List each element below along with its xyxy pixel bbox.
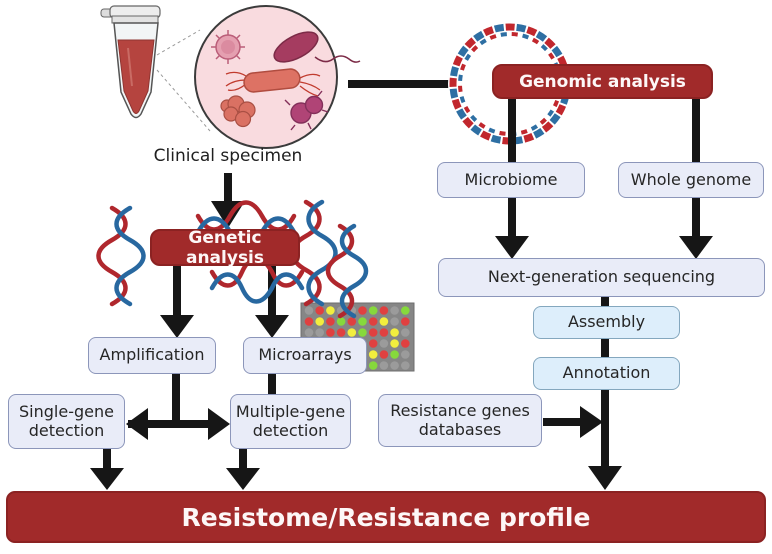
assembly-node: Assembly <box>533 306 680 339</box>
annotation-node: Annotation <box>533 357 680 390</box>
resistome-profile-banner: Resistome/Resistance profile <box>6 491 766 543</box>
clinical-specimen-label: Clinical specimen <box>153 146 303 166</box>
whole-genome-node: Whole genome <box>618 162 764 198</box>
microarrays-node: Microarrays <box>243 337 367 374</box>
resistance-genes-databases-node: Resistance genes databases <box>378 394 542 447</box>
microbes-magnified-circle-icon <box>194 5 361 149</box>
multiple-gene-detection-node: Multiple-gene detection <box>230 394 351 449</box>
amplification-node: Amplification <box>88 337 216 374</box>
single-gene-detection-node: Single-gene detection <box>8 394 125 449</box>
genomic-analysis-node: Genomic analysis <box>492 64 713 99</box>
microcentrifuge-tube-icon <box>100 5 211 132</box>
genetic-analysis-node: Genetic analysis <box>150 228 300 268</box>
next-generation-sequencing-node: Next-generation sequencing <box>438 258 765 297</box>
microbiome-node: Microbiome <box>437 162 585 198</box>
